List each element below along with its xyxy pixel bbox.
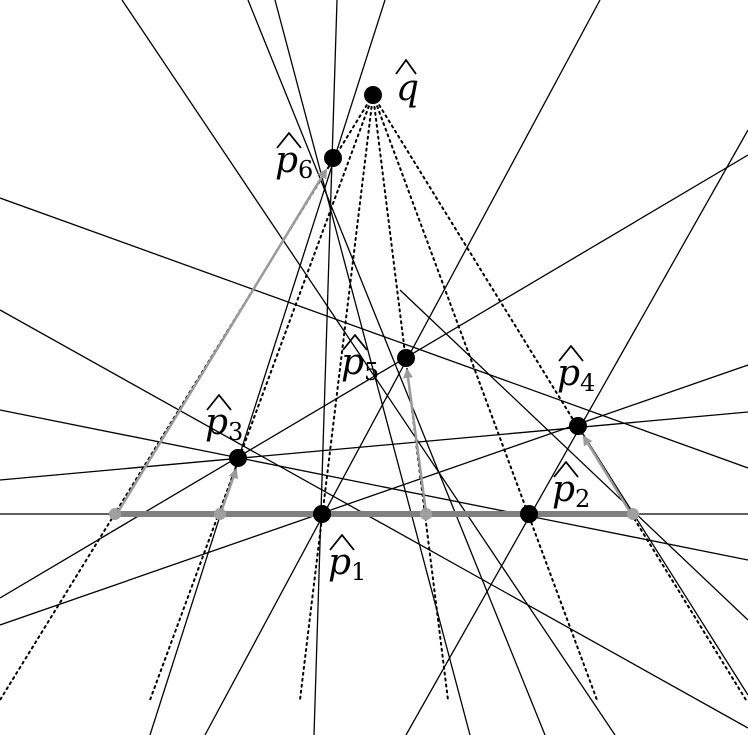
- gray-dot-2: [214, 508, 226, 520]
- dotted-rays-from-q: [0, 94, 747, 701]
- line-p4-a: [577, 425, 748, 696]
- points: [229, 86, 587, 523]
- label-p6: p6: [275, 132, 313, 184]
- line-p2-b: [0, 364, 748, 626]
- line-p6-e: [149, 0, 386, 735]
- arrow-to-p3: [219, 468, 239, 513]
- hat-p2: [553, 461, 579, 478]
- label-p5: p5: [341, 334, 379, 386]
- line-p3-c: [0, 411, 748, 481]
- point-p6: [324, 149, 342, 167]
- line-p5-a: [0, 197, 748, 469]
- ray-q-2: [149, 94, 374, 701]
- point-p3: [229, 449, 247, 467]
- gray-dot-3: [420, 508, 432, 520]
- svg-text:p6: p6: [275, 140, 313, 184]
- arrow-to-p6: [116, 168, 328, 513]
- label-p4-name: p: [557, 353, 580, 394]
- ray-q-5: [372, 94, 598, 701]
- line-p2-c: [399, 289, 748, 621]
- label-p1: p1: [328, 534, 366, 586]
- svg-text:p1: p1: [328, 542, 366, 586]
- svg-text:p3: p3: [205, 402, 243, 446]
- svg-text:p4: p4: [557, 353, 595, 397]
- label-p5-sub: 5: [364, 358, 379, 386]
- label-p1-name: p: [328, 542, 351, 583]
- label-p2: p2: [552, 461, 590, 513]
- hat-q: [395, 59, 417, 75]
- gray-arrows: [116, 168, 632, 513]
- line-p3-a: [0, 309, 748, 729]
- label-p2-name: p: [552, 469, 575, 510]
- line-p6-d: [313, 0, 338, 735]
- label-p1-sub: 1: [351, 558, 366, 586]
- label-p5-name: p: [341, 342, 364, 383]
- ray-q-4: [372, 94, 449, 701]
- line-p6-a: [121, 0, 616, 735]
- hat-p4: [558, 345, 584, 362]
- svg-text:q: q: [396, 68, 419, 109]
- point-q: [364, 86, 382, 104]
- point-labels: q p6 p5 p4 p3: [205, 59, 595, 586]
- hat-p1: [329, 534, 355, 551]
- label-q: q: [395, 59, 419, 109]
- hat-p5: [342, 334, 368, 351]
- arrow-to-p4: [582, 435, 632, 513]
- svg-text:p5: p5: [341, 342, 379, 386]
- point-p1: [313, 505, 331, 523]
- point-p4: [569, 417, 587, 435]
- line-p5-b: [204, 0, 601, 735]
- gray-base-segment: [109, 508, 639, 520]
- svg-text:p2: p2: [552, 469, 590, 513]
- point-p5: [397, 349, 415, 367]
- label-p4: p4: [557, 345, 595, 397]
- label-p3: p3: [205, 394, 243, 446]
- ray-q-3: [299, 94, 374, 701]
- point-p2: [520, 505, 538, 523]
- hat-p6: [276, 132, 302, 149]
- label-p2-sub: 2: [575, 485, 590, 513]
- line-p5-c: [0, 154, 748, 599]
- label-p4-sub: 4: [580, 369, 595, 397]
- label-p6-sub: 6: [298, 156, 313, 184]
- line-p6-b: [247, 0, 546, 735]
- label-p6-name: p: [275, 140, 298, 181]
- label-q-name: q: [396, 68, 419, 109]
- arrow-to-p5: [403, 368, 428, 513]
- label-p3-sub: 3: [228, 418, 243, 446]
- hat-p3: [206, 394, 232, 411]
- ray-q-6: [372, 94, 747, 701]
- label-p3-name: p: [205, 402, 228, 443]
- line-p3-b: [0, 409, 748, 561]
